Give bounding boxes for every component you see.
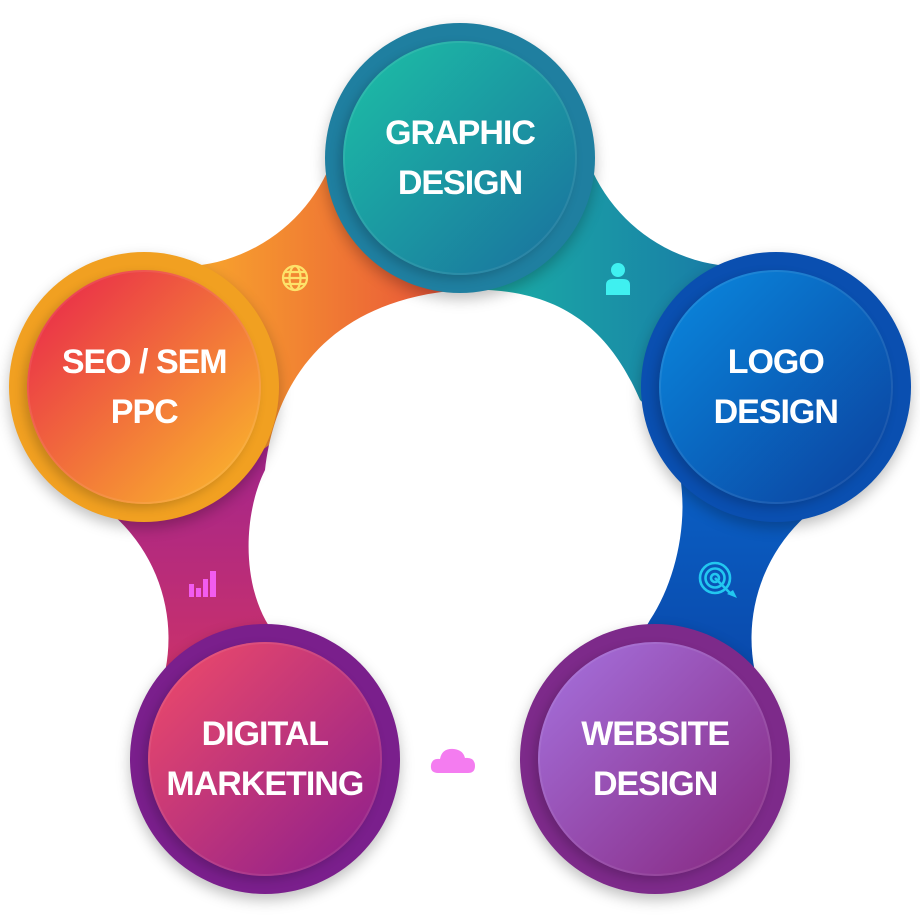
node-label-line1: GRAPHIC bbox=[385, 114, 536, 152]
node-digital-marketing: DIGITAL MARKETING bbox=[129, 623, 400, 894]
node-seo-sem-ppc: SEO / SEM PPC bbox=[9, 252, 280, 523]
cloud-icon bbox=[430, 748, 475, 773]
user-icon bbox=[606, 263, 630, 295]
globe-icon bbox=[281, 264, 309, 292]
node-label-line1: SEO / SEM bbox=[61, 343, 228, 382]
node-face: WEBSITE DESIGN bbox=[538, 641, 773, 876]
node-label-line2: MARKETING bbox=[166, 764, 364, 803]
node-graphic-design: GRAPHIC DESIGN bbox=[325, 23, 595, 293]
node-label-line1: DIGITAL bbox=[201, 714, 329, 753]
node-website-design: WEBSITE DESIGN bbox=[520, 623, 791, 894]
node-face: GRAPHIC DESIGN bbox=[343, 41, 577, 275]
node-label-line2: DESIGN bbox=[713, 393, 839, 432]
node-face: DIGITAL MARKETING bbox=[147, 641, 382, 876]
node-label-line2: DESIGN bbox=[592, 764, 718, 803]
node-label-line2: DESIGN bbox=[397, 164, 523, 202]
node-label-line1: LOGO bbox=[727, 343, 825, 382]
target-icon bbox=[698, 561, 737, 598]
node-label-line1: WEBSITE bbox=[581, 714, 730, 753]
node-label-line2: PPC bbox=[110, 393, 179, 432]
node-logo-design: LOGO DESIGN bbox=[640, 252, 911, 523]
bar-chart-icon bbox=[189, 571, 216, 597]
node-face: LOGO DESIGN bbox=[658, 270, 893, 505]
center-hole bbox=[248, 289, 683, 737]
node-face: SEO / SEM PPC bbox=[27, 270, 262, 505]
